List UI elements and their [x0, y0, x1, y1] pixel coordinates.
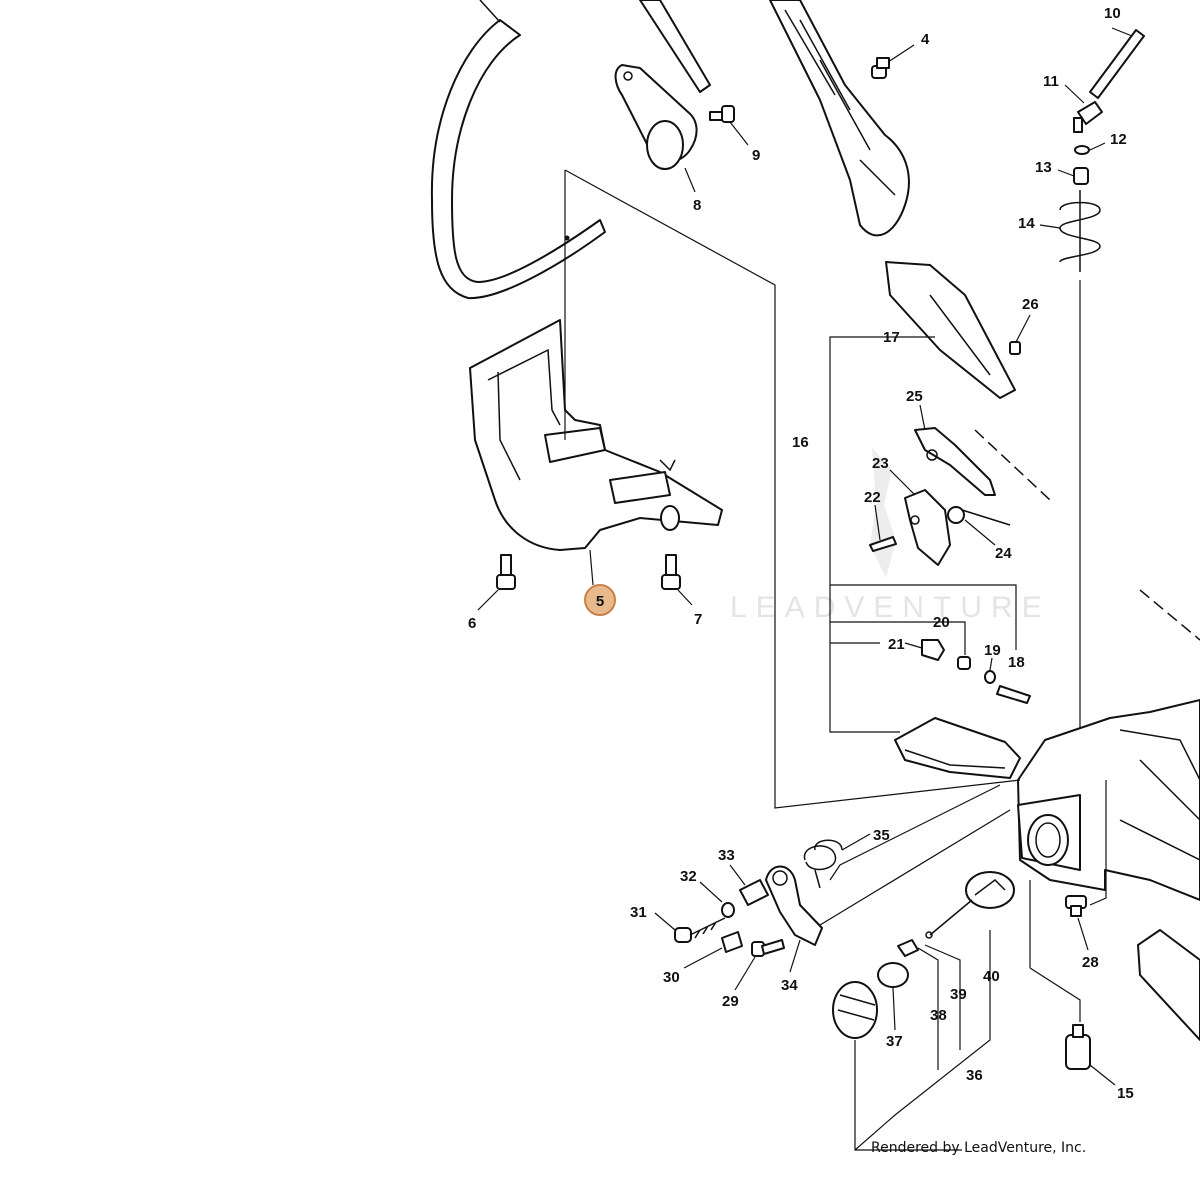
washer-19	[984, 670, 996, 684]
bushing-30	[721, 931, 743, 953]
bolt-7	[661, 554, 681, 590]
pin-10	[1089, 29, 1145, 99]
watermark-text: LEADVENTURE	[730, 591, 1051, 624]
label-26[interactable]: 26	[1022, 296, 1039, 313]
label-25[interactable]: 25	[906, 388, 923, 405]
part-labels: 4 6 7 8 9 10 11 12 13 14 15 16 17 18 19 …	[468, 5, 1134, 1102]
label-6[interactable]: 6	[468, 615, 476, 632]
label-11[interactable]: 11	[1043, 73, 1059, 90]
screw-26	[1009, 341, 1021, 355]
screw-29	[751, 939, 785, 957]
label-19[interactable]: 19	[984, 642, 1001, 659]
spring-14	[1059, 190, 1101, 272]
part-8-bracket	[614, 0, 711, 170]
leader-lines	[477, 27, 1133, 1086]
washer-32	[721, 902, 735, 918]
label-7[interactable]: 7	[694, 611, 702, 628]
nut-20	[957, 656, 971, 670]
bolt-6	[496, 554, 516, 590]
washer-12	[1074, 145, 1090, 155]
label-22[interactable]: 22	[864, 489, 881, 506]
bracket-34	[765, 865, 823, 946]
bolt-9	[709, 105, 735, 123]
callout-part-5[interactable]: 5	[584, 584, 616, 616]
oring-37	[877, 962, 909, 988]
label-8[interactable]: 8	[693, 197, 701, 214]
credit-text: Rendered by LeadVenture, Inc.	[871, 1140, 1086, 1156]
bracket-18	[830, 584, 1017, 650]
cover-17	[885, 261, 1016, 399]
label-5[interactable]: 5	[596, 593, 604, 610]
nut-13	[1073, 167, 1089, 185]
label-30[interactable]: 30	[663, 969, 680, 986]
frame-outline	[564, 169, 1021, 809]
screw-31	[674, 917, 726, 943]
label-28[interactable]: 28	[1082, 954, 1099, 971]
clip-38	[897, 939, 919, 957]
label-14[interactable]: 14	[1018, 215, 1035, 232]
label-17[interactable]: 17	[883, 329, 900, 346]
label-10[interactable]: 10	[1104, 5, 1121, 22]
label-34[interactable]: 34	[781, 977, 798, 994]
lever-25	[914, 427, 996, 496]
buffer-15	[1065, 1024, 1091, 1070]
bracket-36	[854, 1040, 962, 1151]
bracket-16	[829, 336, 935, 733]
label-38[interactable]: 38	[930, 1007, 947, 1024]
label-23[interactable]: 23	[872, 455, 889, 472]
label-9[interactable]: 9	[752, 147, 760, 164]
label-12[interactable]: 12	[1110, 131, 1127, 148]
cap-40	[925, 871, 1015, 939]
bracket-20	[830, 621, 966, 655]
label-33[interactable]: 33	[718, 847, 735, 864]
dashed-guide-right	[1139, 589, 1200, 641]
label-21[interactable]: 21	[888, 636, 905, 653]
bolt-28	[1065, 895, 1087, 917]
label-31[interactable]: 31	[630, 904, 647, 921]
pin-21	[921, 639, 945, 661]
spacer-33	[739, 879, 769, 906]
label-36[interactable]: 36	[966, 1067, 983, 1084]
label-15[interactable]: 15	[1117, 1085, 1134, 1102]
label-37[interactable]: 37	[886, 1033, 903, 1050]
label-32[interactable]: 32	[680, 868, 697, 885]
label-29[interactable]: 29	[722, 993, 739, 1010]
spring-35	[803, 839, 843, 889]
front-handle	[430, 0, 606, 300]
bolt-4	[871, 57, 890, 79]
label-4[interactable]: 4	[921, 31, 930, 48]
label-18[interactable]: 18	[1008, 654, 1025, 671]
callout-circle[interactable]	[584, 584, 616, 616]
screw-18	[996, 685, 1031, 704]
label-16[interactable]: 16	[792, 434, 809, 451]
main-housing	[1017, 699, 1200, 901]
label-40[interactable]: 40	[983, 968, 1000, 985]
part-5-guard-frame	[469, 319, 723, 551]
cap-37	[832, 981, 878, 1039]
right-rail	[1137, 929, 1200, 1041]
label-24[interactable]: 24	[995, 545, 1012, 562]
clip-11	[1073, 101, 1103, 133]
pin-22	[869, 536, 897, 552]
top-lever	[769, 0, 910, 237]
label-35[interactable]: 35	[873, 827, 890, 844]
label-20[interactable]: 20	[933, 614, 950, 631]
lower-bracket	[894, 717, 1021, 779]
label-39[interactable]: 39	[950, 986, 967, 1003]
lever-23	[904, 489, 951, 566]
spring-24	[947, 506, 1011, 526]
label-13[interactable]: 13	[1035, 159, 1052, 176]
